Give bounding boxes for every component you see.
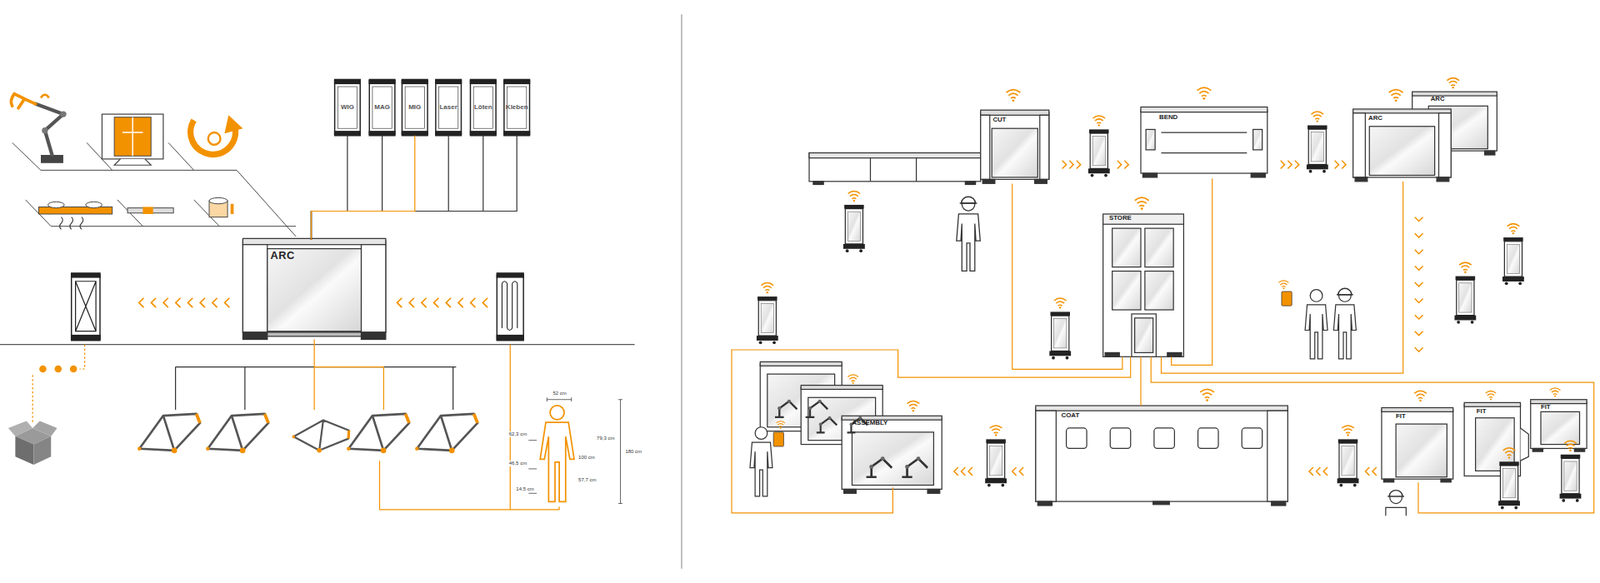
connector	[311, 135, 383, 240]
connector	[1012, 183, 1123, 370]
connector	[731, 350, 1131, 514]
machine-box: FIT	[1381, 408, 1454, 483]
dimension-label: 62,3 cm	[508, 431, 528, 438]
people	[750, 196, 1406, 516]
machine-logo: CUT	[992, 116, 1049, 125]
fixture-icon	[101, 114, 163, 165]
connector	[1161, 181, 1404, 374]
connector	[311, 135, 450, 240]
machine-logo: ARC	[1368, 115, 1451, 123]
robot-arm-icon	[10, 94, 66, 164]
human-figure	[540, 405, 575, 503]
coat-machine	[1035, 405, 1288, 506]
machine-logo: FIT	[1540, 404, 1592, 412]
bar-icon	[127, 206, 174, 215]
dimension-lines	[528, 397, 623, 504]
process-label: Löten	[474, 104, 493, 112]
connector	[1171, 178, 1213, 365]
machine-logo: ARC	[270, 250, 385, 262]
dimension-label: 46,5 cm	[508, 460, 528, 467]
machine-logo: BEND	[1159, 114, 1268, 122]
process-cabinet: Kleben	[504, 80, 530, 136]
frame-cabinet	[71, 273, 100, 341]
tube-cabinet	[496, 273, 524, 341]
connector	[1150, 357, 1595, 514]
machine-box: CUT	[980, 110, 1050, 184]
wifi-icons	[760, 78, 1576, 460]
fit-machines	[1381, 400, 1587, 483]
flow-chevrons	[954, 160, 1424, 476]
process-cabinet: MAG	[369, 80, 395, 136]
connector	[311, 135, 484, 240]
machine-box: ARC	[242, 240, 385, 340]
agv-units	[756, 125, 1582, 510]
hotplate-icon	[39, 201, 113, 230]
storage-tower: STORE	[1103, 214, 1185, 357]
connector	[1140, 357, 1141, 407]
dimension-label: 180 cm	[624, 449, 643, 455]
flow-chevrons	[139, 298, 488, 308]
divider-line	[680, 14, 682, 570]
bike-frames	[137, 410, 478, 462]
process-cabinets	[335, 79, 530, 135]
process-label: MIG	[408, 104, 421, 112]
arc-machine-front	[1353, 109, 1452, 182]
machine-logo: FIT	[1395, 413, 1454, 421]
machine-logo: FIT	[1476, 408, 1521, 415]
machine-box: FIT	[1464, 403, 1520, 480]
orange-wire	[32, 345, 85, 423]
process-cabinet: Laser	[435, 80, 462, 136]
connector	[311, 135, 518, 240]
bend-machine	[1140, 106, 1268, 177]
process-label: WIG	[340, 104, 355, 112]
machine-logo: ARC	[1430, 95, 1498, 104]
machine-box: COAT	[1035, 405, 1288, 505]
more-dots	[39, 365, 77, 374]
machine-box: ARC	[1353, 109, 1452, 182]
ground-line	[0, 344, 635, 345]
connector	[311, 135, 348, 240]
conveyor-table	[809, 153, 981, 185]
robot-arms	[775, 400, 928, 478]
frame-tree	[175, 367, 457, 410]
process-cabinet: Löten	[470, 80, 496, 136]
orange-wire	[380, 345, 560, 510]
machine-box: BEND	[1140, 107, 1268, 180]
machine-box: ARC	[1412, 91, 1498, 153]
robot-cell: ASSEMBLY	[841, 416, 942, 489]
process-label: Kleben	[505, 104, 529, 112]
dimension-label: 100 cm	[577, 455, 596, 461]
dimension-label: 52 cm	[551, 390, 567, 397]
connector	[311, 135, 415, 240]
frame-tree-highlight	[314, 340, 384, 410]
machine-box: FIT	[1530, 400, 1592, 451]
cut-machine	[980, 110, 1050, 184]
machine-logo: ASSEMBLY	[851, 420, 942, 428]
process-label: MAG	[374, 104, 390, 112]
dimension-label: 57,7 cm	[577, 477, 597, 484]
process-cabinet: WIG	[335, 80, 361, 136]
machine-logo: COAT	[1060, 412, 1288, 420]
box-icon	[8, 420, 58, 465]
rotation-icon	[190, 115, 244, 155]
arc-machine	[242, 238, 385, 340]
dimension-label: 14,5 cm	[515, 486, 535, 493]
process-label: Laser	[439, 104, 457, 112]
robot-cells	[760, 361, 942, 494]
dimension-label: 79,3 cm	[595, 435, 615, 442]
store-tower	[1103, 214, 1185, 357]
cylinder-icon	[209, 197, 234, 217]
process-cabinet: MIG	[401, 80, 428, 136]
machine-logo: STORE	[1109, 215, 1184, 223]
